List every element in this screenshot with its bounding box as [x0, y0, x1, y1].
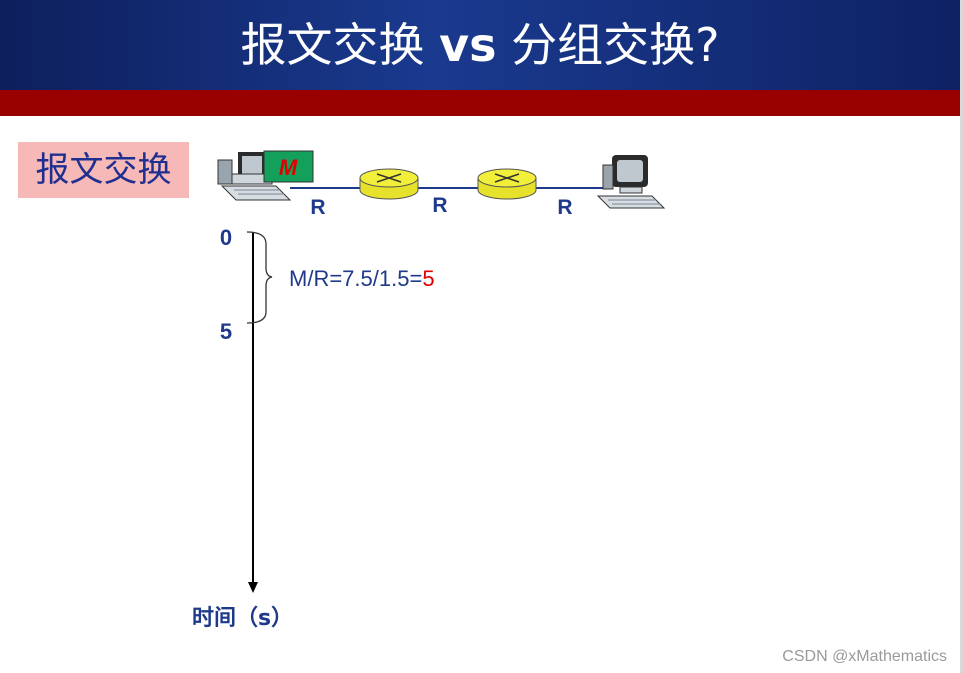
slide-title: 报文交换 vs 分组交换? — [0, 0, 960, 90]
time-axis-arrowhead — [248, 582, 258, 593]
right-edge-border — [960, 0, 963, 673]
link-label-1: R — [310, 196, 325, 219]
link-label-2: R — [432, 194, 447, 217]
link-label-3: R — [557, 196, 572, 219]
router-1-icon — [359, 168, 419, 200]
tick-label-end: 5 — [220, 319, 232, 344]
title-part1: 报文交换 — [240, 18, 440, 72]
message-packet: M — [263, 150, 314, 183]
router-2-icon — [477, 168, 537, 200]
source-computer-icon — [217, 152, 292, 201]
title-part2: 分组交换? — [496, 18, 720, 72]
section-label: 报文交换 — [35, 150, 172, 190]
message-label: M — [279, 155, 298, 180]
title-vs: vs — [439, 18, 497, 72]
formula-prefix: M/R=7.5/1.5= — [289, 266, 423, 291]
transmission-formula: M/R=7.5/1.5=5 — [289, 266, 435, 294]
title-banner — [0, 0, 960, 90]
time-axis-label: 时间（s） — [192, 606, 294, 631]
red-divider-bar — [0, 90, 960, 116]
tick-label-start: 0 — [220, 225, 232, 250]
formula-result: 5 — [422, 266, 435, 291]
interval-bracket — [246, 231, 273, 324]
section-label-background — [18, 142, 189, 198]
destination-computer-icon — [596, 155, 666, 209]
watermark-text: CSDN @xMathematics — [782, 648, 947, 665]
